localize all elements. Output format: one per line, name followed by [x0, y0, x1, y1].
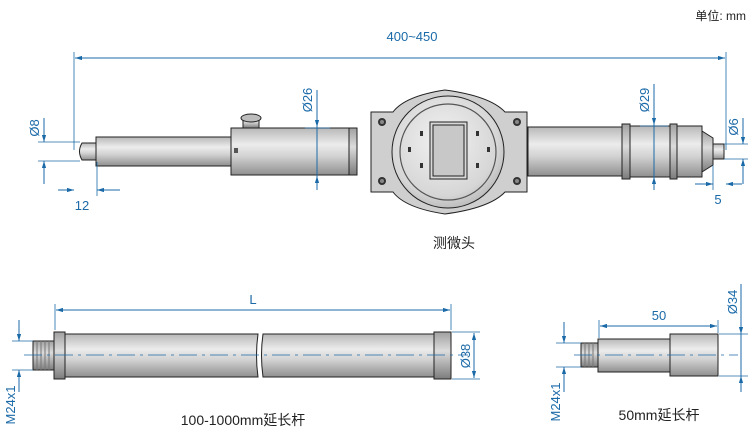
right-tip-length-dim: 5	[714, 192, 721, 207]
dia-right-tip-dim: Ø6	[726, 118, 741, 135]
long-rod-thread-dim: M24x1	[3, 385, 18, 424]
unit-label: 单位: mm	[695, 8, 746, 23]
dia-left-tip-dim: Ø8	[27, 119, 42, 136]
short-extension-rod: 50 Ø34 M24x1 50mm延长杆	[548, 284, 748, 423]
long-rod-caption: 100-1000mm延长杆	[181, 412, 306, 428]
long-rod-dia-dim: Ø38	[458, 344, 473, 369]
micrometer-head: 400~450	[27, 29, 748, 251]
tip-length-dim: 12	[75, 198, 89, 213]
overall-length-dim: 400~450	[387, 29, 438, 44]
short-rod-caption: 50mm延长杆	[619, 407, 700, 423]
dia-right-body-dim: Ø29	[637, 88, 652, 113]
short-rod-length-dim: 50	[652, 308, 666, 323]
short-rod-thread-dim: M24x1	[548, 382, 563, 421]
long-rod-length-dim: L	[249, 292, 256, 307]
long-extension-rod: L Ø38 M24x1 100-1000mm延长杆	[3, 292, 480, 428]
dia-body-dim: Ø26	[300, 88, 315, 113]
head-caption: 测微头	[433, 235, 475, 251]
short-rod-dia-dim: Ø34	[725, 290, 740, 315]
